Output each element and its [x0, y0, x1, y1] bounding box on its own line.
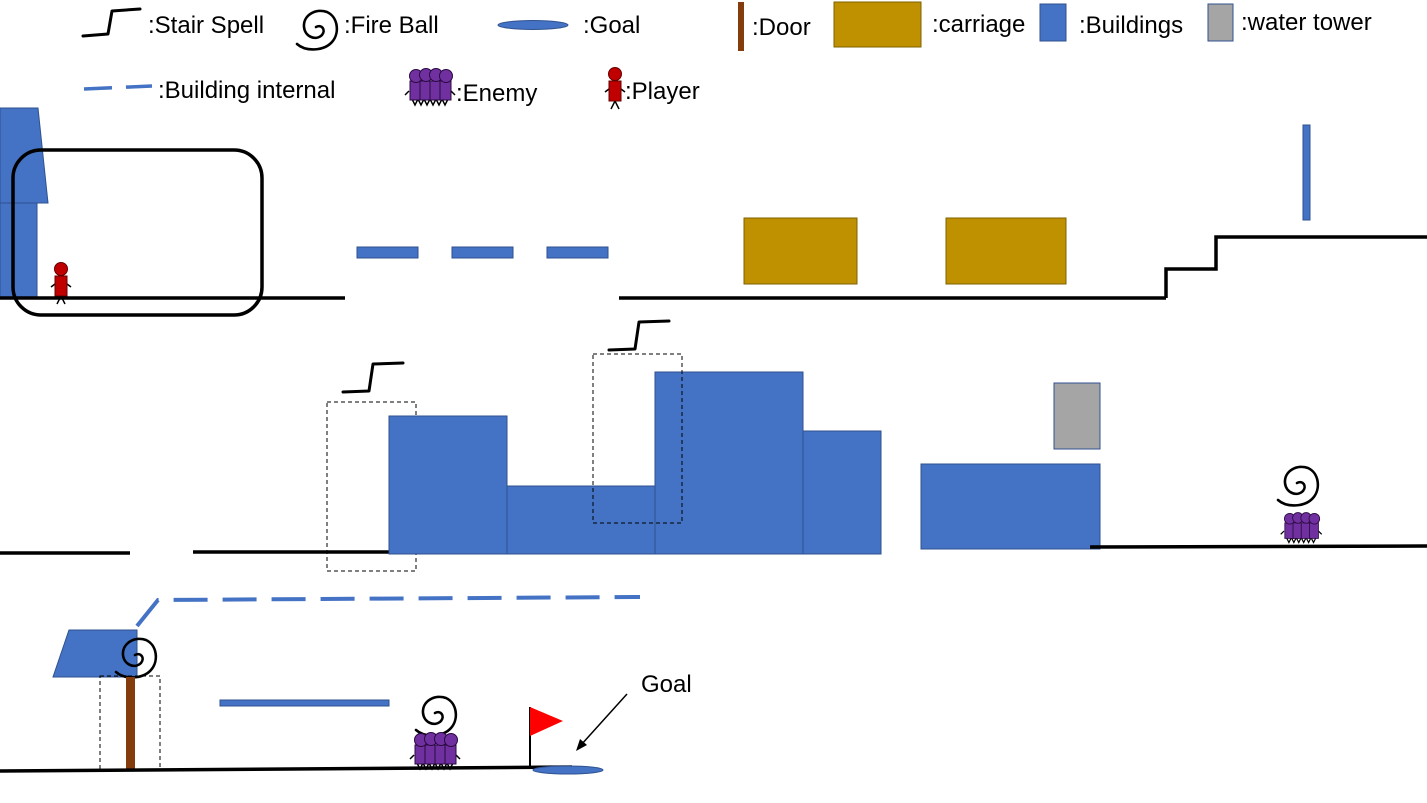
- legend: :Stair Spell :Fire Ball :Goal :Door :car…: [81, 1, 1372, 110]
- player-legend-icon: [604, 66, 626, 110]
- goal-legend-label: :Goal: [583, 12, 640, 39]
- pole-building: [1302, 124, 1311, 221]
- carriage-legend-icon: [833, 1, 922, 48]
- row-3: Goal: [0, 595, 692, 775]
- row-1: [0, 107, 1427, 317]
- floating-platform: [451, 246, 514, 259]
- player-legend-label: :Player: [625, 78, 700, 105]
- door-legend-label: :Door: [752, 14, 811, 41]
- floating-platform: [546, 246, 609, 259]
- fire-ball-icon: [414, 695, 458, 737]
- floating-platform: [356, 246, 419, 259]
- buildings-legend-icon: [1039, 3, 1067, 42]
- water-tower-legend-label: :water tower: [1241, 9, 1372, 36]
- building-internal-legend-label: :Building internal: [158, 77, 335, 104]
- stair-zone-frame: [592, 353, 683, 524]
- door-house-roof: [52, 629, 138, 678]
- stair-spell-icon: [607, 319, 671, 352]
- ground-line: [0, 765, 573, 773]
- building: [506, 485, 656, 555]
- door: [126, 677, 135, 771]
- building: [654, 371, 804, 555]
- enemy-legend-icon: [404, 67, 456, 106]
- enemy-legend-label: :Enemy: [456, 80, 537, 107]
- stair-zone-frame: [326, 401, 417, 572]
- building: [802, 430, 882, 555]
- floating-platform: [219, 699, 390, 707]
- door-legend-icon: [738, 2, 744, 51]
- water-tower-legend-icon: [1207, 3, 1234, 42]
- step-ground-line: [1164, 235, 1427, 298]
- carriage: [945, 217, 1067, 285]
- fire-ball-legend-label: :Fire Ball: [344, 12, 439, 39]
- carriage: [743, 217, 858, 285]
- carriage-legend-label: :carriage: [932, 11, 1025, 38]
- ground-line: [1089, 544, 1427, 549]
- house-building: [0, 202, 38, 299]
- building: [388, 415, 508, 555]
- water-tower: [1053, 382, 1101, 450]
- stair-spell-icon: [341, 361, 405, 394]
- buildings-legend-label: :Buildings: [1079, 12, 1183, 39]
- building-internal-legend-icon: [83, 84, 153, 91]
- stair-spell-legend-icon: [81, 7, 142, 38]
- goal-arrow: [580, 693, 628, 746]
- goal-arrow-head: [576, 739, 587, 751]
- enemy-icon: [409, 731, 461, 770]
- enemy-icon: [1280, 511, 1323, 544]
- goal-legend-icon: [497, 20, 569, 30]
- fire-ball-icon: [1276, 465, 1320, 507]
- building-internal-path: [135, 595, 641, 628]
- building: [920, 463, 1101, 550]
- goal-annotation: Goal: [641, 671, 692, 698]
- stair-spell-legend-label: :Stair Spell: [148, 12, 264, 39]
- goal-marker: [532, 765, 604, 775]
- goal-flag: [530, 707, 563, 736]
- row-2: [0, 319, 1427, 572]
- fire-ball-legend-icon: [295, 9, 339, 51]
- start-area-frame: [11, 148, 264, 317]
